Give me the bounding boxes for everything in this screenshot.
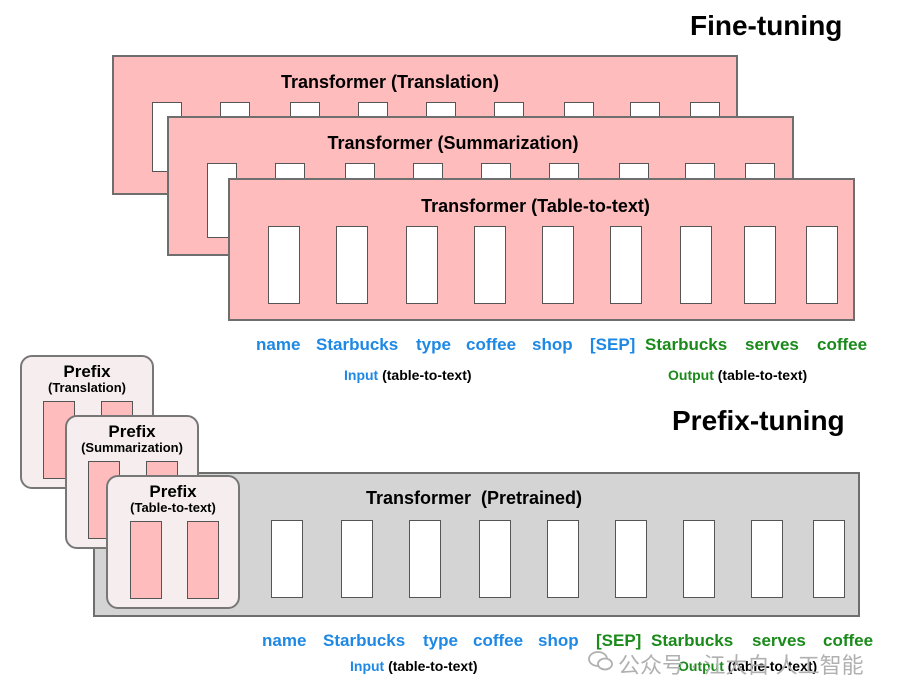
ft-token: Starbucks <box>645 335 728 354</box>
prefix-task: (Summarization) <box>81 439 183 455</box>
ft-input-caption: Input (table-to-text) <box>344 367 472 383</box>
pt-token: name <box>262 631 307 650</box>
wechat-icon <box>588 651 613 671</box>
pt-output-caption: Output (table-to-text) <box>678 658 818 674</box>
pt-token: coffee <box>823 631 874 650</box>
token-slot <box>806 226 838 304</box>
transformer-translation-label: Transformer (Translation) <box>280 72 500 92</box>
token-slot <box>610 226 642 304</box>
fine-tuning-title: Fine-tuning <box>690 10 843 41</box>
token-slot <box>268 226 300 304</box>
token-slot <box>751 520 783 598</box>
token-slot <box>271 520 303 598</box>
pt-token: shop <box>538 631 579 650</box>
prefix-title: Prefix <box>149 482 197 501</box>
prefix-table-to-text-card: Prefix (Table-to-text) <box>106 475 240 609</box>
token-slot <box>336 226 368 304</box>
prefix-slot <box>130 521 162 599</box>
ft-token: shop <box>532 335 573 354</box>
pt-input-caption: Input (table-to-text) <box>350 658 478 674</box>
watermark-text: 公众号 · 江大白 人工智能 <box>618 653 864 678</box>
ft-token: coffee <box>466 335 517 354</box>
ft-token: serves <box>745 335 799 354</box>
token-slot <box>474 226 506 304</box>
transformer-table-to-text-label: Transformer (Table-to-text) <box>421 196 650 216</box>
pt-token: Starbucks <box>323 631 406 650</box>
token-slot <box>680 226 712 304</box>
token-slot <box>479 520 511 598</box>
ft-output-caption: Output (table-to-text) <box>668 367 808 383</box>
prefix-tuning-title: Prefix-tuning <box>672 405 845 436</box>
prefix-title: Prefix <box>63 362 111 381</box>
transformer-summarization-label: Transformer (Summarization) <box>327 133 579 153</box>
token-slot <box>409 520 441 598</box>
pt-token: type <box>423 631 458 650</box>
transformer-pretrained-label: Transformer (Pretrained) <box>365 488 583 508</box>
pt-token: coffee <box>473 631 524 650</box>
ft-token: type <box>416 335 451 354</box>
pt-token: [SEP] <box>596 631 642 650</box>
ft-token: [SEP] <box>590 335 636 354</box>
token-slot <box>813 520 845 598</box>
ft-token: name <box>256 335 301 354</box>
token-slot <box>744 226 776 304</box>
token-slot <box>406 226 438 304</box>
prefix-task: (Table-to-text) <box>130 499 216 515</box>
pt-token: serves <box>752 631 806 650</box>
token-slot <box>542 226 574 304</box>
ft-token: coffee <box>817 335 868 354</box>
prefix-slot <box>187 521 219 599</box>
transformer-table-to-text-panel: Transformer (Table-to-text) <box>228 178 855 321</box>
ft-token: Starbucks <box>316 335 399 354</box>
prefix-title: Prefix <box>108 422 156 441</box>
pt-token: Starbucks <box>651 631 734 650</box>
prefix-task: (Translation) <box>47 379 126 395</box>
token-slot <box>683 520 715 598</box>
token-slot <box>615 520 647 598</box>
token-slot <box>341 520 373 598</box>
token-slot <box>547 520 579 598</box>
